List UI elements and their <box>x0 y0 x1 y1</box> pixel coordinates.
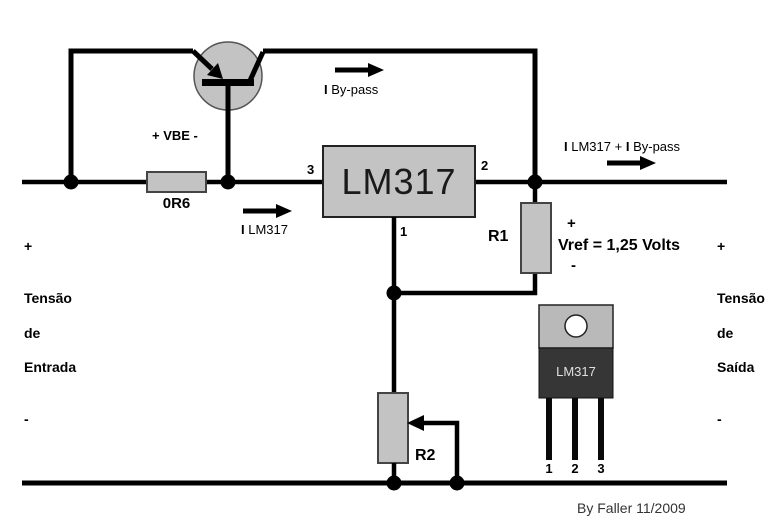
package-leg-1 <box>546 398 552 460</box>
transistor-collector-lead <box>245 50 266 87</box>
regulator-pin-3-label: 3 <box>307 162 315 177</box>
bypass-current-arrow-icon <box>368 63 384 77</box>
vbe-label: + VBE - <box>152 128 198 143</box>
regulator-label: LM317 <box>341 160 457 202</box>
output-line1-label: Tensão <box>717 290 765 306</box>
total-current-label: I LM317 + I By-pass <box>564 140 680 153</box>
regulator-pin-2-label: 2 <box>481 158 489 173</box>
lm317-current-i: I <box>241 222 245 237</box>
input-line3-label: Entrada <box>24 359 77 375</box>
package-pin-2-label: 2 <box>571 461 579 476</box>
junction-dot <box>386 285 402 301</box>
package-body <box>538 347 614 399</box>
output-minus-label: - <box>717 411 722 427</box>
author-byline: By Faller 11/2009 <box>577 500 686 516</box>
series-resistor-label: 0R6 <box>162 195 191 212</box>
total-current-t1: LM317 + <box>571 139 623 154</box>
reference-wire <box>394 273 538 296</box>
lm317-current-text: LM317 <box>248 222 288 237</box>
transistor-base-bar <box>202 79 254 86</box>
total-current-i2: I <box>625 139 630 154</box>
junction-dot <box>63 174 79 190</box>
input-minus-label: - <box>24 411 29 427</box>
wiper-arrow-icon <box>407 415 424 431</box>
lm317-current-label: I LM317 <box>241 223 288 236</box>
r1-body <box>520 202 552 274</box>
total-current-i1: I <box>564 139 568 154</box>
series-resistor-body <box>146 171 207 193</box>
package-label: LM317 <box>556 364 596 379</box>
bypass-current-label: I By-pass <box>324 83 378 96</box>
bypass-wire-left <box>68 48 193 182</box>
vref-minus-label: - <box>571 257 576 274</box>
input-line2-label: de <box>24 325 41 341</box>
wiper-wire <box>421 420 460 483</box>
bypass-current-i: I <box>324 82 328 97</box>
package-leg-3 <box>598 398 604 460</box>
vref-plus-label: + <box>567 215 576 232</box>
vref-label: Vref = 1,25 Volts <box>558 237 680 254</box>
output-plus-label: + <box>717 238 726 254</box>
r1-label: R1 <box>488 228 509 245</box>
r2-label: R2 <box>415 447 436 464</box>
total-current-t2: By-pass <box>633 139 681 154</box>
regulator-block-body <box>322 145 476 218</box>
junction-dot <box>386 475 402 491</box>
input-line1-label: Tensão <box>24 290 72 306</box>
transistor-emitter-lead <box>191 49 214 71</box>
package-leg-2 <box>572 398 578 460</box>
bypass-current-text: By-pass <box>331 82 379 97</box>
transistor-emitter-arrow-icon <box>207 63 223 79</box>
output-line3-label: Saída <box>717 359 755 375</box>
junction-dot <box>449 475 465 491</box>
regulator-pin-1-label: 1 <box>400 224 408 239</box>
package-mounting-hole <box>564 314 588 338</box>
r2-body <box>377 392 409 464</box>
package-pin-3-label: 3 <box>597 461 605 476</box>
junction-dot <box>527 174 543 190</box>
lm317-current-arrow-icon <box>276 204 292 218</box>
total-current-arrow-icon <box>640 156 656 170</box>
input-plus-label: + <box>24 238 33 254</box>
output-line2-label: de <box>717 325 734 341</box>
junction-dot <box>220 174 236 190</box>
package-pin-1-label: 1 <box>545 461 553 476</box>
bypass-wire-right <box>263 48 538 182</box>
